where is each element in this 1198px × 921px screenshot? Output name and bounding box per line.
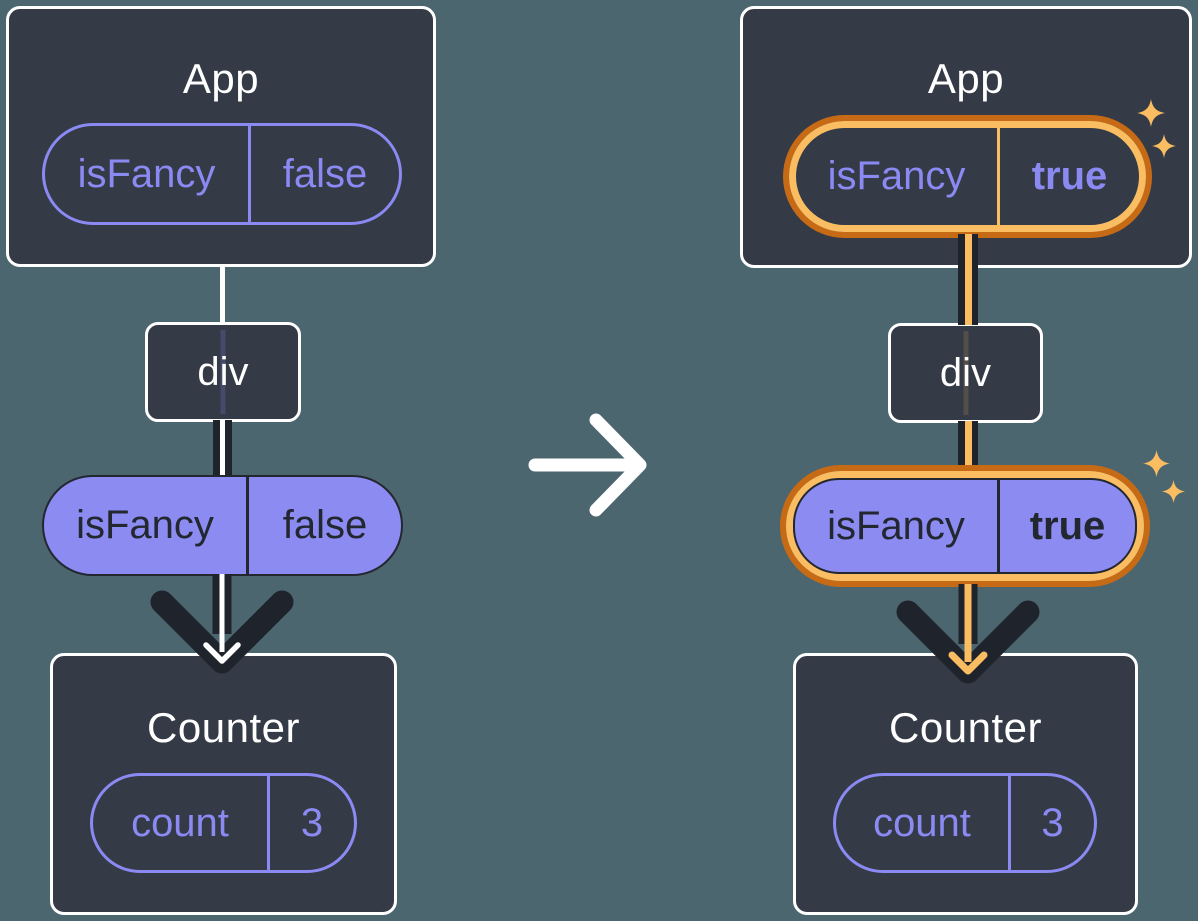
right-arrow-icon <box>528 413 647 517</box>
before-div-label: div <box>197 349 249 394</box>
before-counter-title: Counter <box>147 704 300 751</box>
after-app-prop-pill-highlighted: isFancy true <box>783 115 1152 238</box>
before-div-node: div <box>145 322 301 422</box>
after-counter-state-pill: count 3 <box>833 773 1097 873</box>
after-div-ghost-line <box>963 331 968 415</box>
prop-value: true <box>1031 154 1108 198</box>
state-name: count <box>836 776 1011 870</box>
before-passed-prop-pill: isFancy false <box>42 475 403 576</box>
prop-value: false <box>282 503 368 547</box>
before-app-title: App <box>182 55 260 102</box>
state-value: 3 <box>300 800 324 845</box>
after-counter-title: Counter <box>889 704 1042 751</box>
sparkle-icon <box>1162 480 1185 503</box>
state-name: count <box>93 776 270 870</box>
before-connector-stripe <box>220 420 225 477</box>
prop-value: true <box>1029 503 1106 548</box>
sparkle-icon <box>1143 450 1170 477</box>
after-div-label: div <box>939 350 992 395</box>
after-connector-stripe <box>964 421 972 480</box>
after-app-title: App <box>927 55 1005 102</box>
after-app-div-connector <box>958 234 978 325</box>
sparkle-icon <box>1137 99 1165 127</box>
before-div-pill-connector <box>213 420 232 477</box>
sparkle-icon <box>1152 134 1176 158</box>
after-connector-stripe <box>964 234 972 325</box>
prop-value: false <box>282 151 368 196</box>
after-app-card: App isFancy true <box>740 6 1192 268</box>
before-counter-card: Counter count 3 <box>50 653 397 915</box>
before-counter-state-pill: count 3 <box>90 773 357 873</box>
before-app-div-connector <box>220 264 225 324</box>
prop-name: isFancy <box>796 128 1000 225</box>
after-div-node: div <box>888 323 1043 423</box>
before-app-card: App isFancy false <box>6 6 436 267</box>
after-prop-arrow-icon <box>896 584 1040 684</box>
state-value: 3 <box>1041 800 1064 845</box>
prop-name: isFancy <box>45 126 251 222</box>
after-counter-card: Counter count 3 <box>793 653 1138 915</box>
before-div-ghost-line <box>220 330 226 414</box>
prop-name: isFancy <box>44 477 249 574</box>
after-passed-prop-pill-highlighted: isFancy true <box>780 465 1150 587</box>
before-prop-arrow-icon <box>150 574 294 674</box>
prop-name: isFancy <box>795 480 1000 572</box>
before-app-prop-pill: isFancy false <box>42 123 402 225</box>
